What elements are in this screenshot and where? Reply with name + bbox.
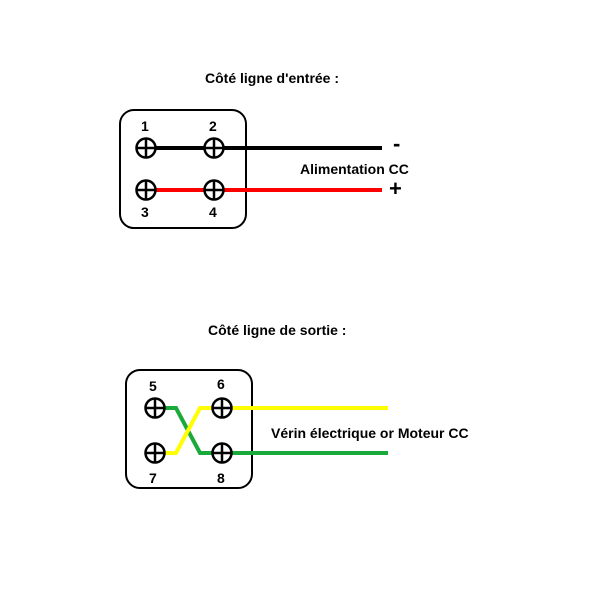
positive-sign: + xyxy=(389,176,402,201)
terminal-6-label: 6 xyxy=(217,376,225,392)
power-supply-label: Alimentation CC xyxy=(300,161,409,177)
terminal-5-icon xyxy=(144,397,166,419)
terminal-4-label: 4 xyxy=(209,204,217,220)
terminal-7-icon xyxy=(144,442,166,464)
terminal-3-icon xyxy=(135,179,157,201)
terminal-1-icon xyxy=(135,137,157,159)
input-switch-box xyxy=(119,109,247,229)
terminal-8-icon xyxy=(211,442,233,464)
terminal-1-label: 1 xyxy=(141,118,149,134)
terminal-6-icon xyxy=(211,397,233,419)
terminal-7-label: 7 xyxy=(149,470,157,486)
terminal-5-label: 5 xyxy=(149,378,157,394)
terminal-8-label: 8 xyxy=(217,470,225,486)
terminal-2-label: 2 xyxy=(209,118,217,134)
motor-label: Vérin électrique or Moteur CC xyxy=(271,425,469,441)
terminal-4-icon xyxy=(203,179,225,201)
output-side-title: Côté ligne de sortie : xyxy=(208,322,347,338)
negative-sign: - xyxy=(393,131,401,156)
terminal-2-icon xyxy=(203,137,225,159)
input-side-title: Côté ligne d'entrée : xyxy=(205,70,340,86)
terminal-3-label: 3 xyxy=(141,204,149,220)
